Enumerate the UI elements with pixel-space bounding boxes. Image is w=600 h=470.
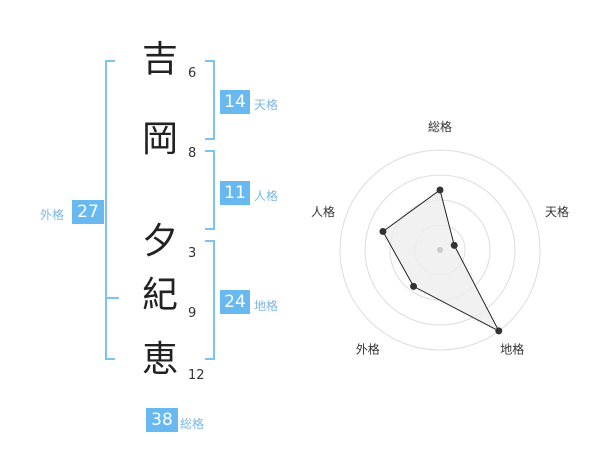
radar-point-4 xyxy=(410,282,418,290)
gaikaku-label: 外格 xyxy=(40,208,65,222)
radar-ring xyxy=(364,174,516,326)
tenkaku-label: 天格 xyxy=(254,98,279,112)
radar-center xyxy=(437,247,443,253)
radar-axis-label-2: 天格 xyxy=(545,204,569,219)
name-char-1: 吉 xyxy=(141,39,178,80)
gaikaku-bracket-tick xyxy=(105,297,119,299)
chikaku-bracket xyxy=(205,240,215,360)
stroke-count-2: 8 xyxy=(188,146,197,161)
gaikaku-bracket xyxy=(105,60,115,360)
tenkaku-bracket xyxy=(205,60,215,140)
radar-point-2 xyxy=(450,241,458,249)
radar-point-5 xyxy=(379,227,387,235)
name-char-4: 紀 xyxy=(141,275,178,316)
radar-axis-label-1: 総格 xyxy=(428,119,452,134)
jinkaku-badge: 11 xyxy=(220,181,250,205)
name-char-5: 恵 xyxy=(141,339,178,380)
radar-point-3 xyxy=(495,327,503,335)
soukaku-label: 総格 xyxy=(180,417,205,431)
name-char-2: 岡 xyxy=(141,119,178,160)
radar-point-1 xyxy=(436,186,444,194)
stroke-count-3: 3 xyxy=(188,246,197,261)
radar-axis-label-5: 人格 xyxy=(311,204,335,219)
jinkaku-label: 人格 xyxy=(254,189,279,203)
stroke-count-4: 9 xyxy=(188,306,197,321)
radar-area xyxy=(382,189,500,333)
soukaku-badge: 38 xyxy=(146,408,178,432)
radar-ring xyxy=(339,149,541,351)
gaikaku-badge: 27 xyxy=(72,200,104,224)
chikaku-badge: 24 xyxy=(220,290,250,314)
name-char-3: 夕 xyxy=(141,221,178,262)
stroke-count-1: 6 xyxy=(188,66,197,81)
radar-axis-label-3: 地格 xyxy=(500,342,524,357)
chikaku-label: 地格 xyxy=(254,299,279,313)
radar-axis-label-4: 外格 xyxy=(356,342,380,357)
tenkaku-badge: 14 xyxy=(220,90,250,114)
jinkaku-bracket xyxy=(205,150,215,230)
stroke-count-5: 12 xyxy=(188,368,205,383)
